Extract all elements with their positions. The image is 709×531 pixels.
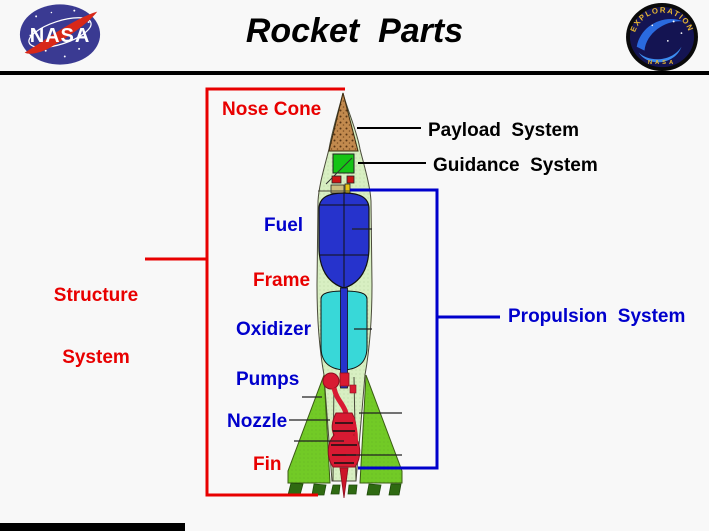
- meatball-stars: [29, 9, 90, 58]
- badge-bottom-text: NASA: [648, 60, 676, 66]
- meatball-red-swoosh: [24, 11, 98, 54]
- exploration-badge: EXPLORATION NASA: [624, 2, 700, 72]
- badge-swoosh-upper: [636, 19, 684, 51]
- guidance-unit-shape: [332, 153, 355, 174]
- fuel-feed-pipe: [340, 287, 348, 389]
- label-nozzle: Nozzle: [227, 411, 288, 432]
- nose-cone-speckle: [329, 93, 358, 151]
- structure-bracket: [205, 87, 345, 497]
- label-oxidizer: Oxidizer: [236, 319, 311, 340]
- meatball-orbit: [28, 17, 92, 49]
- label-nose-cone: Nose Cone: [222, 99, 322, 120]
- bottom-edge-rule: [0, 523, 185, 531]
- guidance-strut: [325, 157, 353, 185]
- label-fuel: Fuel: [264, 215, 304, 236]
- exhaust-spike: [339, 467, 349, 499]
- nozzle-cooling-rings: [331, 422, 357, 464]
- exploration-badge-svg: EXPLORATION NASA: [626, 2, 698, 72]
- avionics-boxes: [330, 175, 355, 194]
- propulsion-bracket: [350, 188, 439, 470]
- nasa-meatball-logo: NASA: [17, 3, 103, 66]
- label-payload-system: Payload System: [428, 120, 580, 141]
- label-structure-line1: Structure: [53, 284, 139, 306]
- fin-texture: [288, 375, 402, 483]
- label-guidance-system: Guidance System: [433, 155, 598, 176]
- label-frame: Frame: [253, 270, 311, 291]
- badge-swoosh-lower: [638, 46, 682, 63]
- label-structure-line2: System: [62, 347, 130, 369]
- page-title: Rocket Parts: [245, 12, 464, 50]
- nasa-meatball-svg: NASA: [19, 4, 101, 65]
- label-structure-system: Structure System: [38, 244, 154, 411]
- part-tick-lines: [289, 228, 402, 456]
- header-divider-rule: [0, 71, 709, 75]
- label-propulsion-system: Propulsion System: [508, 306, 686, 327]
- nozzle-side-pipe: [350, 416, 358, 464]
- label-fin: Fin: [253, 454, 282, 475]
- fuel-tank-seams: [319, 193, 369, 288]
- meatball-text: NASA: [30, 25, 91, 47]
- turbopump-shapes: [322, 372, 357, 414]
- fin-foot-pads: [287, 482, 402, 496]
- badge-stars: [651, 20, 683, 42]
- label-pumps: Pumps: [236, 369, 300, 390]
